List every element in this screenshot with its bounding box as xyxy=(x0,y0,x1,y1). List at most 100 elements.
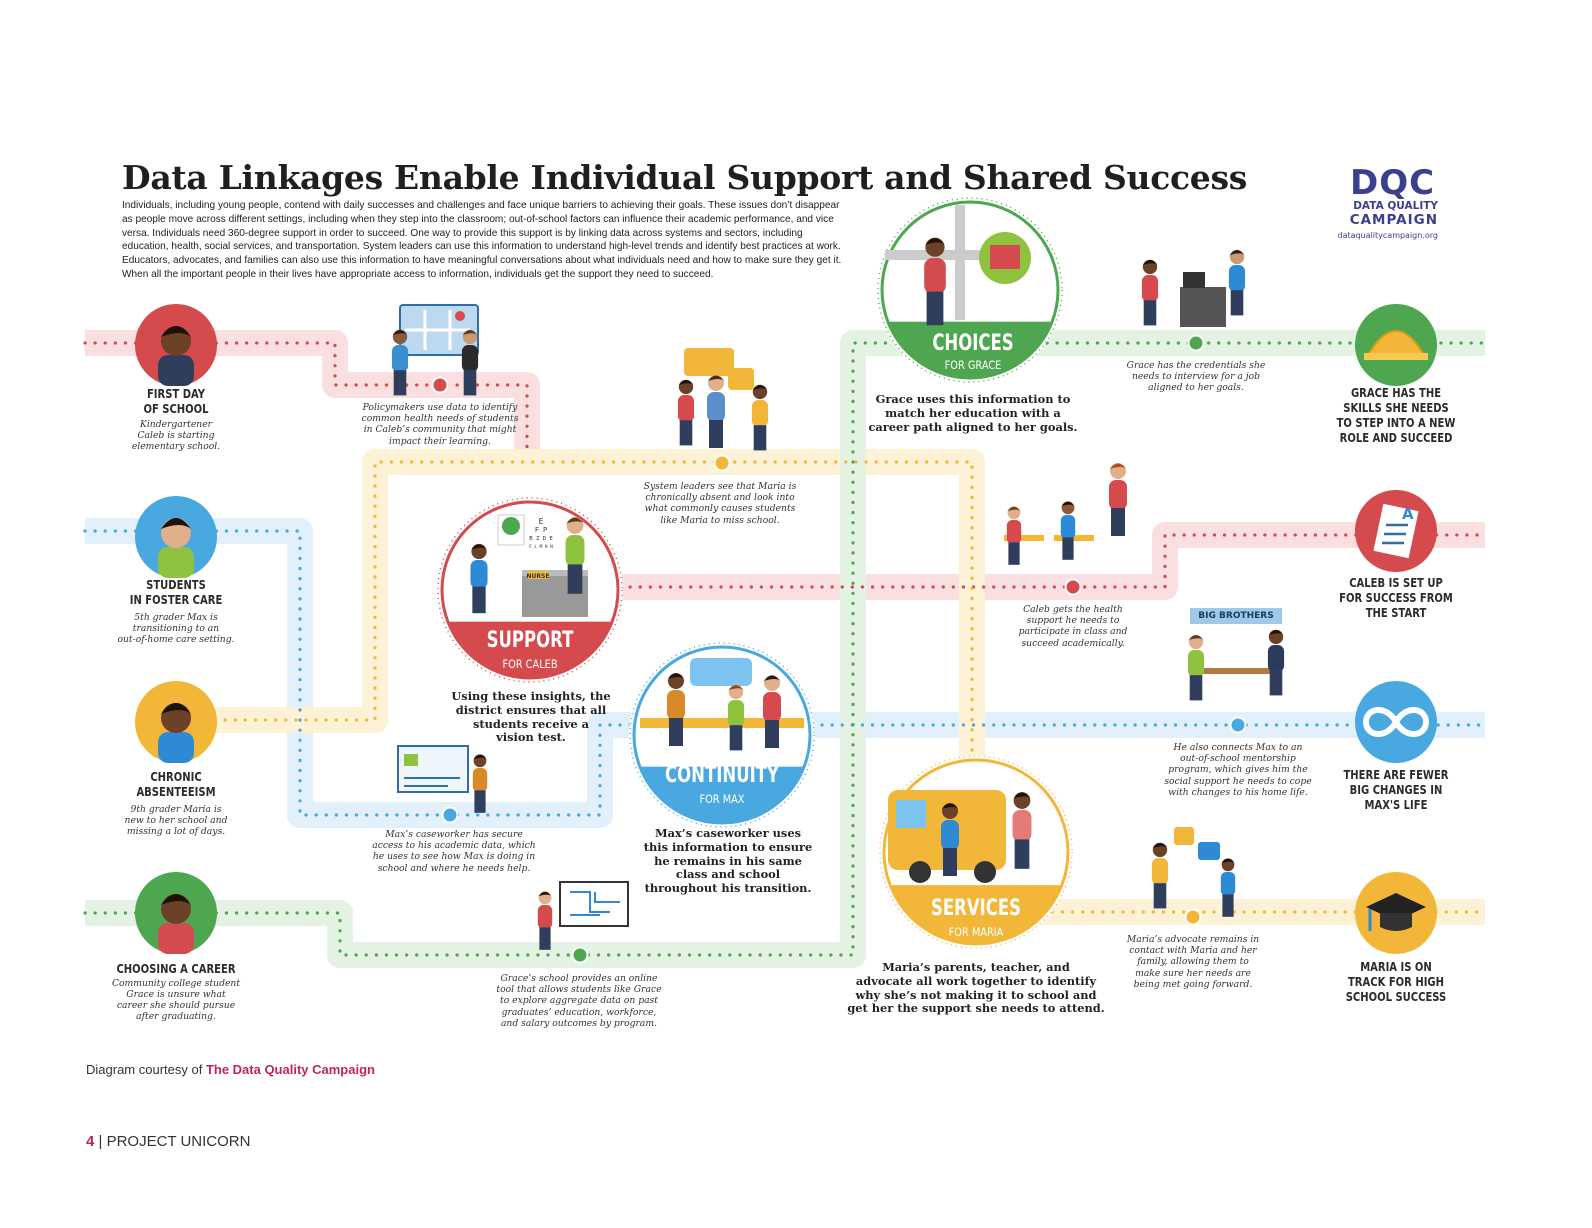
outcome-label-line: MAX'S LIFE xyxy=(1364,797,1428,812)
start-label-line: STUDENTS xyxy=(146,577,206,592)
legs xyxy=(1153,883,1167,909)
caption-caleb-health-line: succeed academically. xyxy=(1021,637,1125,649)
legs xyxy=(567,564,583,594)
body xyxy=(472,768,488,792)
caption-grace-credentials-line: needs to interview for a job xyxy=(1131,371,1261,383)
outcome-label-line: SCHOOL SUCCESS xyxy=(1345,989,1447,1004)
legs xyxy=(1222,894,1234,917)
hair xyxy=(764,675,780,681)
legs xyxy=(539,927,551,950)
interviewer xyxy=(1228,249,1246,316)
hub-title-choices-line: CHOICES xyxy=(932,331,1014,356)
body xyxy=(763,692,781,722)
logo-url[interactable]: dataqualitycampaign.org xyxy=(1337,231,1439,240)
maria-at-bus xyxy=(941,803,959,876)
advocate-contact-scene xyxy=(1151,827,1236,917)
hair xyxy=(1229,250,1245,256)
outcome-label-line: CALEB IS SET UP xyxy=(1349,575,1443,590)
hair xyxy=(462,330,478,336)
hub-title-support-line: SUPPORT xyxy=(486,628,574,653)
credit-link[interactable]: The Data Quality Campaign xyxy=(205,1062,375,1077)
caption-system-leaders-line: chronically absent and look into xyxy=(645,492,795,504)
caleb-student xyxy=(1060,501,1076,560)
leader-woman-2 xyxy=(751,384,769,451)
caption-policymakers-line: impact their learning. xyxy=(389,435,491,447)
page-title: Data Linkages Enable Individual Support … xyxy=(122,158,1248,197)
continuity-speech-bubble xyxy=(690,658,752,686)
legs xyxy=(1008,542,1020,565)
start-label: CHOOSING A CAREER xyxy=(16,961,336,976)
hub-description-support-line: district ensures that all xyxy=(455,702,607,717)
caption-caseworker-line: school and where he needs help. xyxy=(377,862,531,874)
grace-interviewee xyxy=(1141,259,1159,326)
legs xyxy=(1230,290,1244,316)
eye-chart-row: F P xyxy=(535,526,547,534)
body xyxy=(1228,265,1246,292)
hub-ring xyxy=(882,758,1070,946)
infinity-icon xyxy=(1362,707,1430,737)
hair xyxy=(566,517,584,524)
nurse-desk-top xyxy=(522,570,588,576)
outcome-label-line: SKILLS SHE NEEDS xyxy=(1343,400,1449,415)
pathway-dotted-lines xyxy=(83,341,1487,957)
path-node xyxy=(441,806,459,824)
bus-window xyxy=(896,800,926,828)
credit-prefix: Diagram courtesy of xyxy=(86,1062,206,1077)
hair xyxy=(942,803,958,809)
hub-subtitle-services-line: FOR MARIA xyxy=(948,925,1004,939)
path-node xyxy=(713,454,731,472)
caleb-patient xyxy=(470,543,488,614)
hub-description-continuity-line: class and school xyxy=(675,867,781,882)
start-circle xyxy=(135,872,217,954)
hub-title-choices: CHOICES xyxy=(823,331,1123,356)
body xyxy=(751,400,769,427)
hair xyxy=(728,685,744,691)
map-pin xyxy=(455,311,465,321)
legs xyxy=(943,848,957,876)
start-description-line: transitioning to an xyxy=(132,623,220,634)
caption-max-mentorship-line: social support he needs to cope xyxy=(1164,775,1312,787)
job-interview-scene xyxy=(1141,249,1246,327)
interview-desk xyxy=(1180,287,1226,327)
hub-subtitle-services: FOR MARIA xyxy=(806,925,1146,939)
school-building-icon xyxy=(990,245,1020,269)
hub-description-choices-line: match her education with a xyxy=(885,405,1061,420)
body xyxy=(470,560,488,589)
cap-base xyxy=(1380,913,1412,931)
path-node xyxy=(1229,716,1247,734)
outcome-label-line: BIG CHANGES IN xyxy=(1349,782,1443,797)
hub-description-support-line: students receive a xyxy=(472,716,590,731)
caption-grace-school-line: graduates’ education, workforce, xyxy=(501,1006,657,1018)
legs xyxy=(669,718,683,746)
start-description-line: Caleb is starting xyxy=(137,430,215,441)
grace-student xyxy=(537,891,553,950)
body xyxy=(727,700,745,727)
hub-description-services-line: get her the support she needs to attend. xyxy=(847,1001,1105,1016)
outcome-label-line: TRACK FOR HIGH xyxy=(1347,974,1444,989)
hair xyxy=(1268,630,1284,636)
legs xyxy=(474,790,486,813)
hub-dotted-ring xyxy=(437,497,623,683)
start-description-line: out-of-home care setting. xyxy=(117,634,235,645)
policymakers-scene xyxy=(391,304,479,396)
path-node xyxy=(431,376,449,394)
hub-description-choices-line: Grace uses this information to xyxy=(875,392,1071,406)
hub-subtitle-choices-line: FOR GRACE xyxy=(944,358,1002,372)
body xyxy=(1187,650,1205,677)
path-node xyxy=(1064,578,1082,596)
hair xyxy=(1152,843,1168,849)
start-label-line: CHOOSING A CAREER xyxy=(116,961,236,976)
caption-policymakers-line: common health needs of students xyxy=(361,413,519,425)
caption-caseworker-line: Max’s caseworker has secure xyxy=(385,829,523,840)
